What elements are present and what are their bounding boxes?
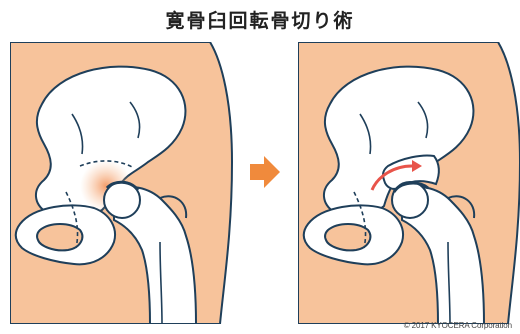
hip-before-illustration <box>10 42 236 324</box>
page-title: 寛骨臼回転骨切り術 <box>0 6 520 33</box>
hip-after-illustration <box>298 42 520 324</box>
panel-before <box>10 42 236 324</box>
transition-arrow-icon <box>250 156 280 188</box>
panel-after <box>298 42 520 324</box>
copyright-notice: © 2017 KYOCERA Corporation <box>404 321 512 330</box>
